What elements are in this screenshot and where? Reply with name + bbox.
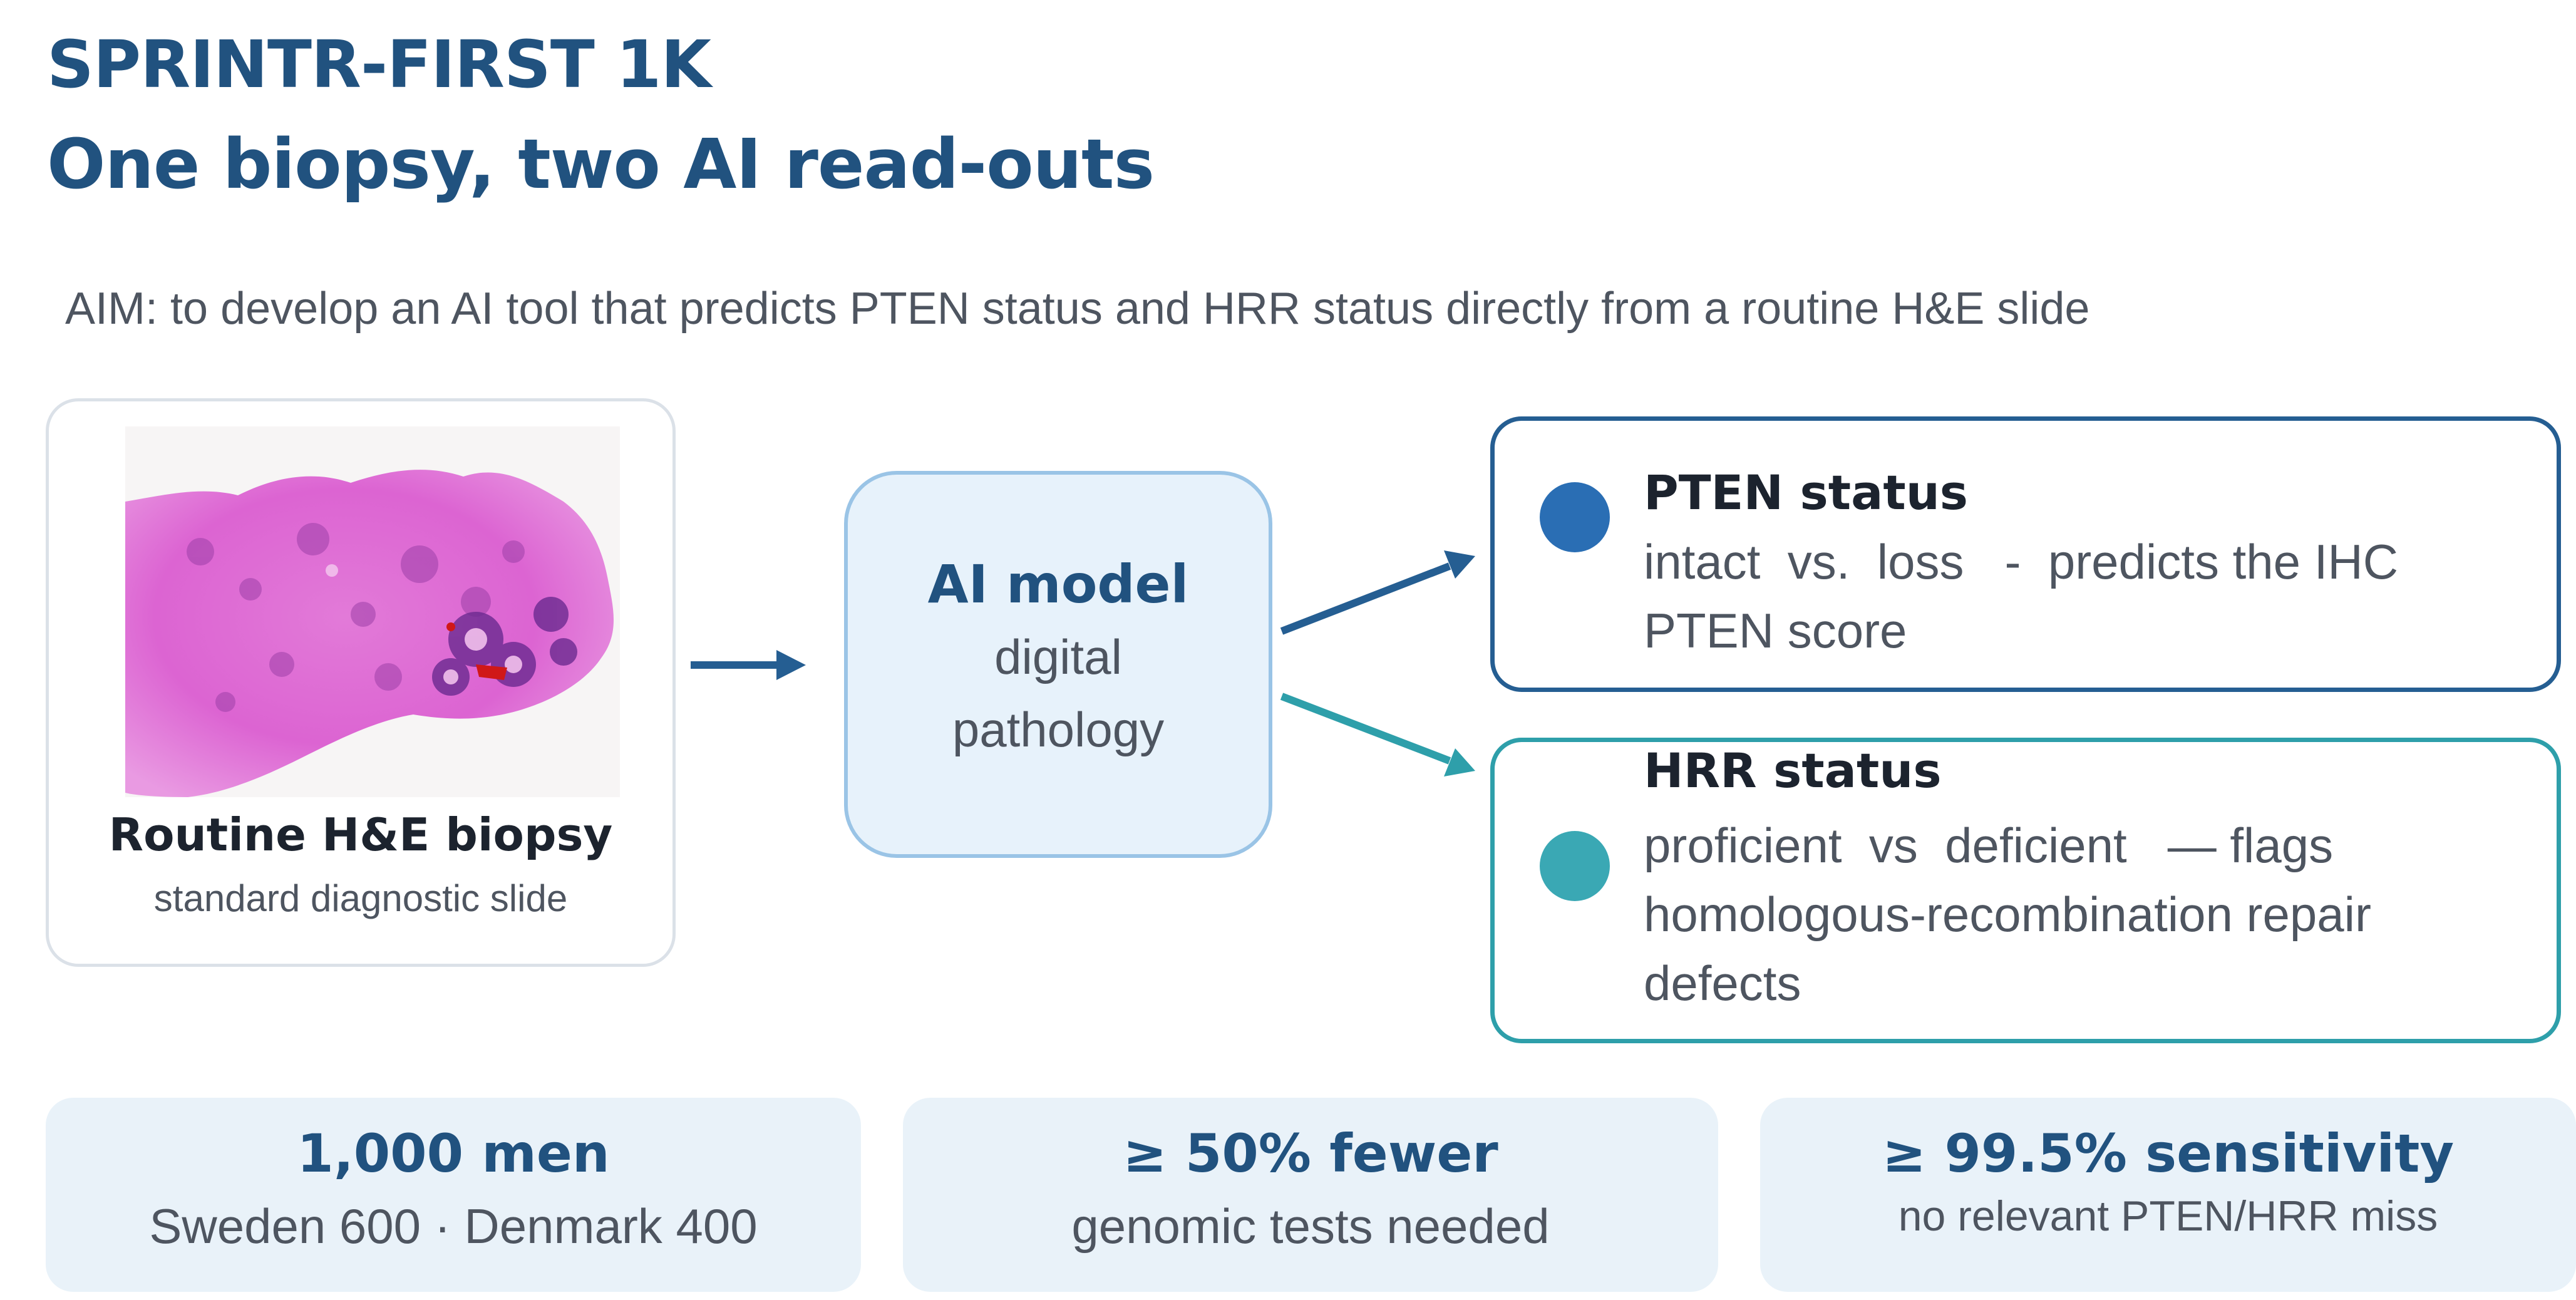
histology-slide-image [125, 426, 620, 797]
arrow-model-to-hrr [1280, 693, 1475, 776]
hrr-status-title: HRR status [1644, 743, 1942, 798]
stat-subtitle: genomic tests needed [1071, 1199, 1550, 1254]
stat-card-fewer-tests: ≥ 50% fewer genomic tests needed [903, 1098, 1718, 1292]
stat-subtitle: no relevant PTEN/HRR miss [1898, 1192, 2438, 1240]
arrow-input-to-model [691, 650, 806, 680]
biopsy-sublabel: standard diagnostic slide [153, 877, 568, 919]
ai-model-title: AI model [927, 554, 1189, 615]
page-title-line-1: SPRINTR-FIRST 1K [47, 26, 711, 103]
ai-model-box: AI model digital pathology [844, 471, 1272, 858]
stat-card-cohort: 1,000 men Sweden 600 · Denmark 400 [46, 1098, 861, 1292]
stat-title: 1,000 men [297, 1123, 610, 1184]
biopsy-label: Routine H&E biopsy [108, 808, 613, 861]
pten-status-description: intact vs. loss - predicts the IHC PTEN … [1644, 534, 2412, 658]
hrr-status-description: proficient vs deficient — flags homologo… [1644, 818, 2385, 1011]
arrow-model-to-pten [1280, 550, 1475, 635]
aim-statement: AIM: to develop an AI tool that predicts… [65, 284, 2090, 334]
stat-card-sensitivity: ≥ 99.5% sensitivity no relevant PTEN/HRR… [1760, 1098, 2576, 1292]
pten-status-card: PTEN status intact vs. loss - predicts t… [1490, 416, 2561, 692]
page-title-line-2: One biopsy, two AI read-outs [47, 124, 1155, 204]
pten-status-title: PTEN status [1644, 465, 1969, 520]
ai-model-subtitle-line-2: pathology [952, 702, 1165, 757]
biopsy-card: Routine H&E biopsy standard diagnostic s… [46, 398, 676, 967]
hrr-status-card: HRR status proficient vs deficient — fla… [1490, 738, 2561, 1043]
stat-subtitle: Sweden 600 · Denmark 400 [149, 1199, 758, 1254]
ai-model-subtitle-line-1: digital [994, 629, 1122, 684]
hrr-bullet-dot [1540, 831, 1610, 901]
he-tissue-illustration [125, 470, 614, 797]
stat-title: ≥ 99.5% sensitivity [1882, 1123, 2455, 1184]
pten-bullet-dot [1540, 482, 1610, 552]
stat-title: ≥ 50% fewer [1123, 1123, 1498, 1184]
